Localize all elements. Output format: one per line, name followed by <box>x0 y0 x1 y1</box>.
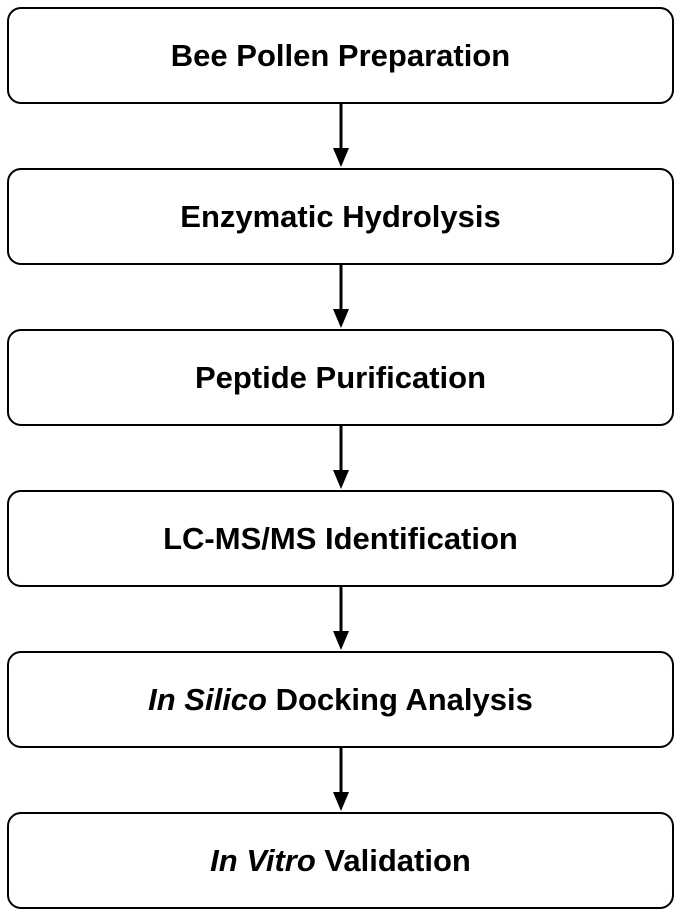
step-label: Bee Pollen Preparation <box>170 37 511 73</box>
step-peptide-purification: Peptide Purification <box>7 329 674 426</box>
step-lc-ms-identification: LC-MS/MS Identification <box>7 490 674 587</box>
step-label: In Silico Docking Analysis <box>148 681 533 717</box>
flow-arrow-1 <box>333 104 349 167</box>
step-in-silico-docking-analysis: In Silico Docking Analysis <box>7 651 674 748</box>
step-bee-pollen-preparation: Bee Pollen Preparation <box>7 7 674 104</box>
flow-arrow-2 <box>333 265 349 328</box>
step-label: Enzymatic Hydrolysis <box>180 198 501 234</box>
flow-arrow-4 <box>333 587 349 650</box>
step-enzymatic-hydrolysis: Enzymatic Hydrolysis <box>7 168 674 265</box>
flow-arrow-5 <box>333 748 349 811</box>
step-label: In Vitro Validation <box>210 842 471 878</box>
step-in-vitro-validation: In Vitro Validation <box>7 812 674 909</box>
flow-arrow-3 <box>333 426 349 489</box>
step-label: Peptide Purification <box>194 359 487 395</box>
step-label: LC-MS/MS Identification <box>163 520 518 556</box>
